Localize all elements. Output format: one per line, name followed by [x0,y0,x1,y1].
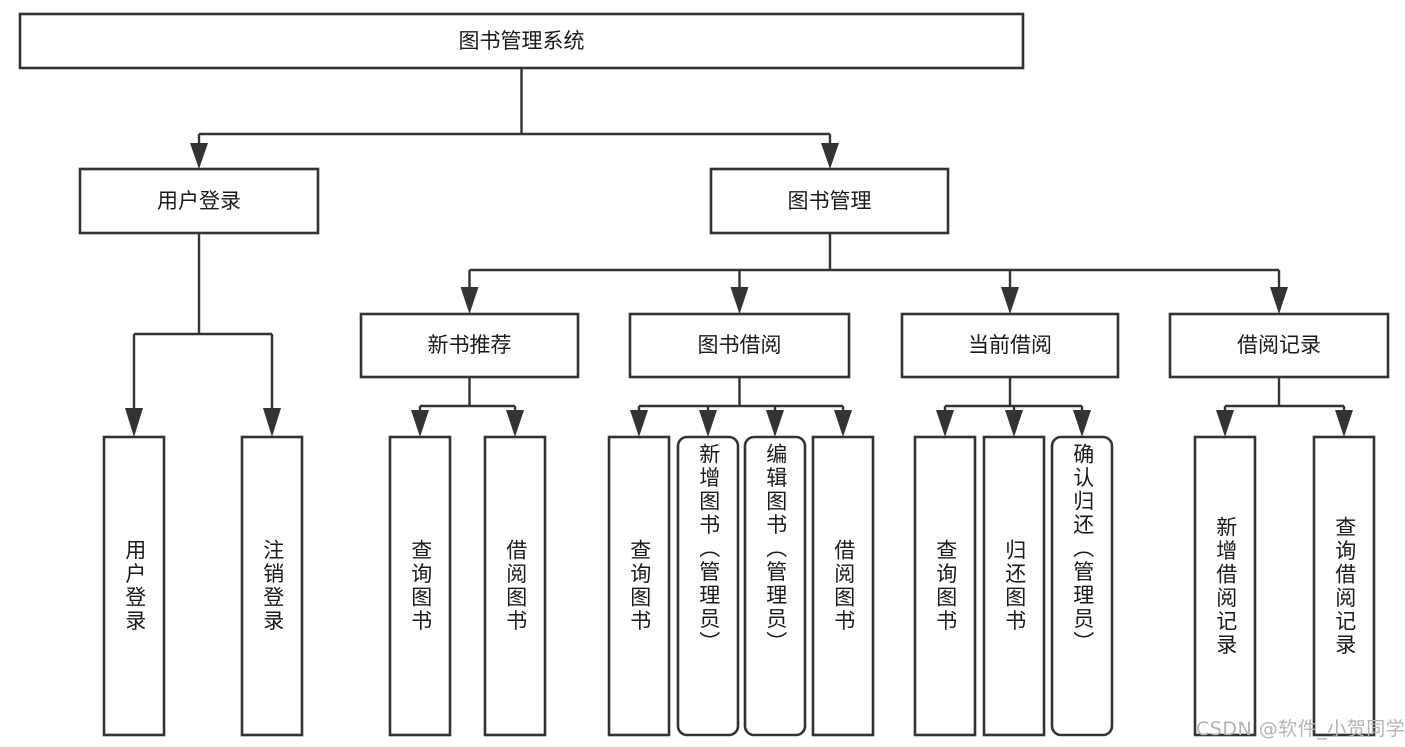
arrow-head-leaf-query-borrow-record [1335,410,1353,437]
node-label-book-borrow: 图书借阅 [698,333,782,357]
arrow-head-leaf-user-login [125,408,143,437]
node-box-leaf-add-borrow-record[interactable] [1193,435,1257,737]
node-box-leaf-return-book[interactable] [982,435,1046,737]
node-label-user-login: 用户登录 [157,189,241,213]
node-box-leaf-confirm-return-admin[interactable] [1050,435,1114,737]
node-box-leaf-user-login[interactable] [102,435,166,737]
arrow-head-leaf-query-book-2 [630,410,648,437]
node-layer: 图书管理系统 用户登录 图书管理 新书推荐 图书借阅 当前借阅 借阅记录 [18,12,1390,737]
node-box-leaf-edit-book-admin[interactable] [743,435,807,737]
node-label-current-borrow: 当前借阅 [968,333,1052,357]
node-box-leaf-query-book-2[interactable] [607,435,671,737]
connector-layer [125,68,1353,437]
node-label-borrow-record: 借阅记录 [1237,333,1321,357]
node-box-current-borrow[interactable] [900,312,1120,379]
node-label-new-book-recommend: 新书推荐 [428,333,512,357]
arrow-head-new-book-recommend [460,287,479,314]
arrow-head-current-borrow [1001,287,1019,314]
arrow-head-leaf-edit-book-admin [766,410,784,437]
arrow-head-leaf-query-book-1 [411,410,429,437]
node-label-book-manage: 图书管理 [788,189,872,213]
node-box-leaf-query-book-1[interactable] [388,435,452,737]
node-box-leaf-borrow-book-1[interactable] [483,435,547,737]
node-box-leaf-borrow-book-2[interactable] [811,435,875,737]
arrow-head-leaf-return-book [1005,410,1023,437]
node-label-root: 图书管理系统 [459,29,585,53]
arrow-head-leaf-user-logout [263,408,281,437]
node-box-book-manage[interactable] [709,167,950,235]
arrow-head-leaf-borrow-book-1 [506,410,524,437]
node-box-leaf-query-book-3[interactable] [913,435,977,737]
csdn-watermark: CSDN @软件_小贺同学 [1196,718,1405,740]
arrow-head-book-manage [821,143,839,169]
node-box-leaf-add-book-admin[interactable] [676,435,740,737]
arrow-head-borrow-record [1270,287,1288,314]
node-box-new-book-recommend[interactable] [359,312,580,379]
arrow-head-leaf-query-book-3 [936,410,954,437]
node-box-leaf-query-borrow-record[interactable] [1312,435,1376,737]
arrow-head-book-borrow [730,287,749,314]
node-box-book-borrow[interactable] [628,312,851,379]
arrow-head-leaf-add-borrow-record [1216,410,1234,437]
arrow-head-leaf-add-book-admin [699,410,717,437]
arrow-head-leaf-confirm-return-admin [1073,410,1091,437]
node-box-root[interactable] [18,12,1025,70]
node-box-leaf-user-logout[interactable] [240,435,304,737]
node-box-user-login[interactable] [78,167,320,235]
arrow-head-leaf-borrow-book-2 [834,410,852,437]
node-box-borrow-record[interactable] [1168,312,1390,379]
arrow-head-user-login [190,143,208,169]
